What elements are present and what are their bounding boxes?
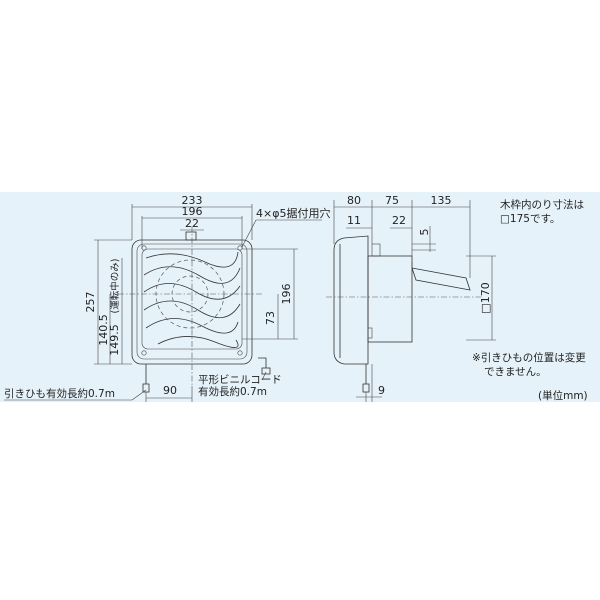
- dim-22-top: 22: [185, 217, 199, 230]
- louver-curve: [145, 251, 239, 268]
- mount-hole: [237, 350, 243, 356]
- dim-140-5: 140.5: [97, 314, 110, 346]
- frame-note-2: □175です。: [500, 213, 560, 225]
- mount-hole: [237, 245, 243, 251]
- side-view: 80 75 135 11 22 5 □170 9: [326, 194, 496, 402]
- dim-5: 5: [418, 229, 431, 236]
- frame-note-1: 木枠内のり寸法は: [500, 198, 584, 211]
- dim-73: 73: [264, 311, 277, 325]
- mount-holes-label: 4×φ5据付用穴: [256, 206, 330, 220]
- pull-cord-leader: [131, 389, 147, 401]
- side-bracket: [367, 327, 373, 339]
- dim-75: 75: [385, 194, 399, 207]
- front-frame-inner: [136, 243, 248, 360]
- side-pull-knob: [362, 383, 370, 393]
- mount-hole: [141, 245, 147, 251]
- cord-leader: [261, 371, 267, 381]
- drawing-background: [0, 192, 600, 402]
- side-body-front: [333, 235, 369, 365]
- dim-170: □170: [479, 282, 492, 313]
- dim-135: 135: [431, 194, 452, 207]
- pull-cord-knob: [142, 383, 150, 393]
- dim-9: 9: [378, 384, 385, 397]
- dim-196-top: 196: [182, 205, 203, 218]
- pull-position-note-1: ※引きひもの位置は変更: [472, 351, 586, 364]
- pull-cord-label: 引きひも有効長約0.7m: [4, 387, 115, 400]
- dim-196-right: 196: [280, 284, 293, 305]
- side-body-rear: [367, 255, 413, 343]
- dim-257: 257: [84, 292, 97, 313]
- cord-label-2: 有効長約0.7m: [198, 385, 267, 398]
- side-shutter: [411, 267, 471, 291]
- front-top-tab: [185, 231, 197, 241]
- cord-label-1: 平形ビニルコード: [198, 374, 282, 386]
- power-cord: [258, 357, 267, 368]
- dim-22-side: 22: [392, 214, 406, 227]
- dim-11: 11: [347, 214, 361, 227]
- dim-149-5-note: (運転中のみ): [109, 259, 121, 314]
- dim-149-5: 149.5: [108, 324, 121, 356]
- power-cord-end: [261, 367, 271, 375]
- louver-curve: [143, 283, 241, 300]
- leader-line: [241, 219, 257, 248]
- louver-curve: [143, 300, 241, 318]
- dim-80: 80: [347, 194, 361, 207]
- side-top-tab: [371, 243, 381, 257]
- louver-curve: [157, 336, 239, 348]
- mount-hole: [141, 350, 147, 356]
- pull-position-note-2: できません。: [484, 366, 547, 378]
- dim-233: 233: [182, 194, 203, 207]
- notes: 木枠内のり寸法は □175です。 ※引きひもの位置は変更 できません。 (単位m…: [472, 198, 588, 402]
- front-view: 233 196 22 4×φ5据付用穴 257 140.5 149.5 (運転中…: [4, 194, 330, 402]
- unit-note: (単位mm): [538, 389, 588, 402]
- louver-curve: [145, 318, 239, 334]
- louver-curve: [143, 266, 241, 284]
- dim-90: 90: [163, 384, 177, 397]
